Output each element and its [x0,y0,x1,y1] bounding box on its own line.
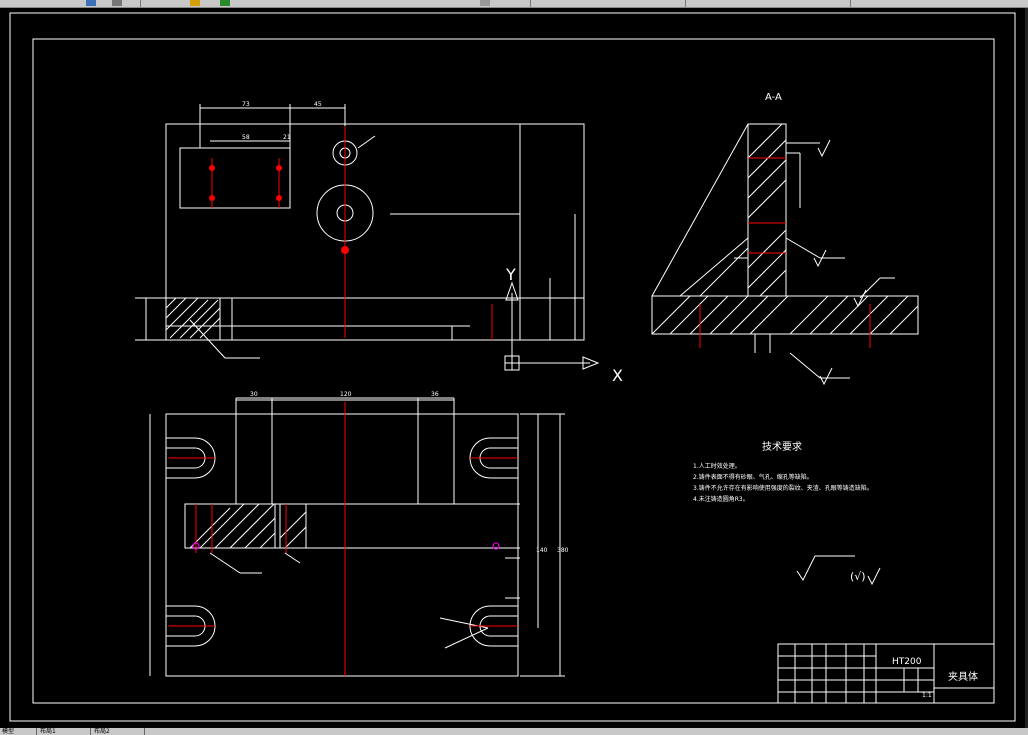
ucs-x-label: X [612,366,623,385]
hole-markers [209,165,349,254]
tab-layout1[interactable]: 布局1 [38,728,91,735]
tech-note: 2.铸件表面不得有砂眼、气孔、缩孔等缺陷。 [693,473,813,481]
layout-tabs: 模型 布局1 布局2 [0,728,1028,735]
toolbar-separator [140,0,141,7]
dim-text: 30 [250,391,258,398]
dim-text: 21 [283,134,291,141]
print-icon[interactable] [112,0,122,6]
ucs-y-label: Y [505,265,516,284]
toolbar-separator [850,0,851,7]
tab-model[interactable]: 模型 [0,728,37,735]
point-markers [192,542,500,550]
frame-border [32,38,995,704]
dim-text: 140 [536,547,548,554]
dim-text: 45 [314,101,322,108]
dim-text: 36 [431,391,439,398]
sheet-border [9,12,1016,722]
drawing-viewport[interactable]: A-A Y X 技术要求 1.人工时效处理。 2.铸件表面不得有砂眼、气孔、缩孔… [0,8,1028,728]
dim-text: 120 [340,391,352,398]
toolbar-separator [530,0,531,7]
title-block [777,643,995,704]
dim-text: 58 [242,134,250,141]
dim-text: 380 [557,547,569,554]
section-view [651,123,919,386]
ucs-icon [504,281,600,371]
tech-note: 4.未注铸造圆角R3。 [693,495,749,503]
scale-label: 1:1 [922,692,932,699]
roughness-symbol [796,555,881,586]
toolbar-separator [685,0,686,7]
section-label: A-A [765,92,782,103]
tab-layout2[interactable]: 布局2 [92,728,145,735]
top-view [149,397,565,677]
tech-note: 1.人工时效处理。 [693,462,741,470]
front-view [135,104,585,359]
layer-icon[interactable] [190,0,200,6]
tech-title: 技术要求 [762,440,802,453]
dim-text: 73 [242,101,250,108]
roughness-note: (√) [850,570,866,583]
properties-icon[interactable] [220,0,230,6]
part-name: 夹具体 [948,670,978,683]
tech-note: 3.铸件不允许存在有影响使用强度的裂纹、夹渣、孔眼等铸造缺陷。 [693,484,873,492]
toolbar [0,0,1028,8]
vertical-scrollbar[interactable] [1025,8,1028,728]
zoom-icon[interactable] [480,0,490,6]
cad-drawing: A-A Y X 技术要求 1.人工时效处理。 2.铸件表面不得有砂眼、气孔、缩孔… [9,12,1016,722]
save-icon[interactable] [86,0,96,6]
material-label: HT200 [892,657,922,667]
